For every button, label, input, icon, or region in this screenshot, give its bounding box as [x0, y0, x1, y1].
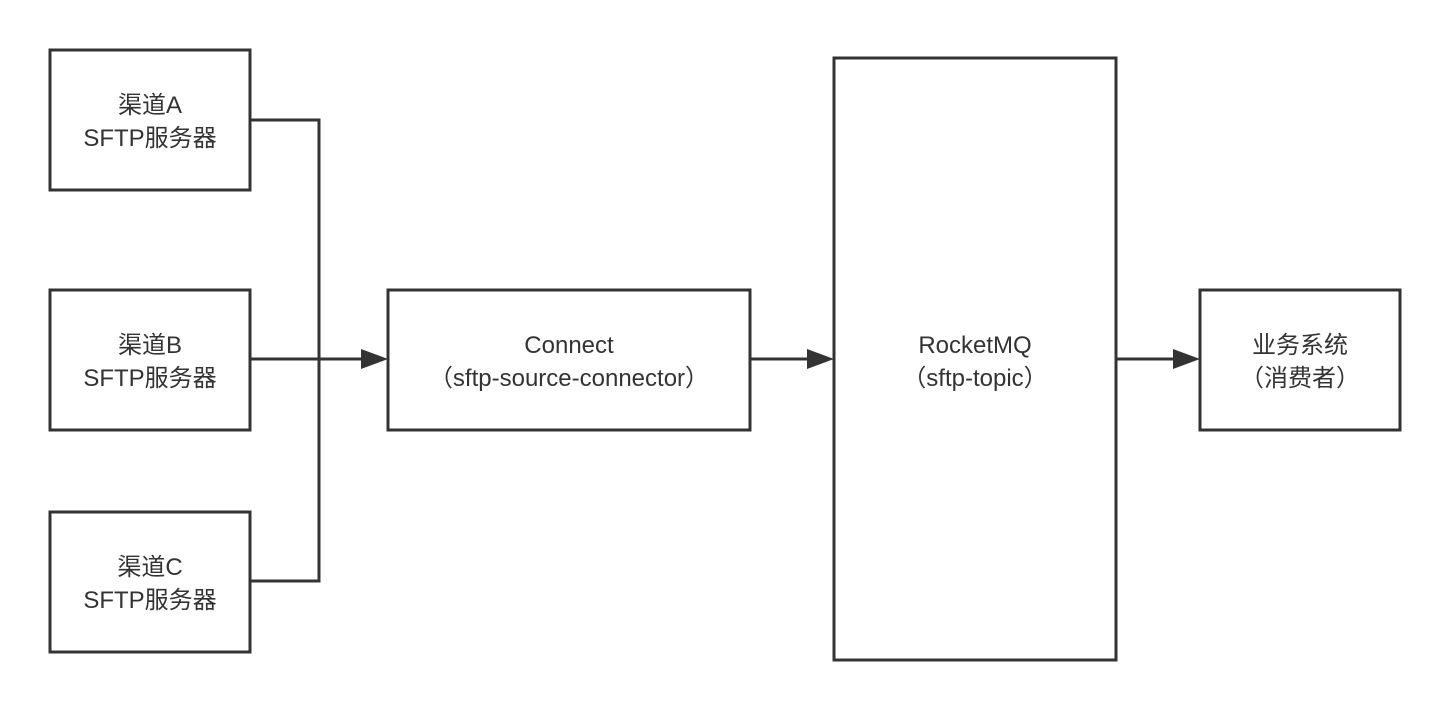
node-rocketmq-box: [832, 56, 1118, 662]
node-business-system-box: [1198, 288, 1402, 432]
edges: [250, 118, 1200, 583]
node-business-system-line2: （消费者）: [1240, 365, 1360, 392]
node-rocketmq-line2: （sftp-topic）: [902, 365, 1047, 392]
node-channel-c-line1: 渠道C: [117, 554, 182, 581]
node-channel-a: 渠道A SFTP服务器: [48, 48, 252, 192]
node-channel-b-box: [48, 288, 252, 432]
node-connect-line1: Connect: [524, 332, 614, 359]
node-business-system: 业务系统 （消费者）: [1198, 288, 1402, 432]
node-channel-b-line1: 渠道B: [118, 332, 182, 359]
node-connect-line2: （sftp-source-connector）: [429, 365, 709, 392]
node-rocketmq-line1: RocketMQ: [918, 332, 1031, 359]
arrowhead-into-connect: [361, 349, 388, 369]
node-channel-c-line2: SFTP服务器: [83, 587, 216, 614]
node-connect: Connect （sftp-source-connector）: [386, 288, 752, 432]
node-channel-a-box: [48, 48, 252, 192]
edge-channel-a-to-connect: [250, 118, 321, 359]
node-channel-a-line1: 渠道A: [118, 92, 182, 119]
node-channel-b: 渠道B SFTP服务器: [48, 288, 252, 432]
node-channel-c-box: [48, 510, 252, 654]
arrowhead-into-business: [1173, 349, 1200, 369]
node-connect-box: [386, 288, 752, 432]
node-rocketmq: RocketMQ （sftp-topic）: [832, 56, 1118, 662]
edge-channel-c-to-connect: [250, 359, 321, 583]
node-channel-a-line2: SFTP服务器: [83, 125, 216, 152]
arrowhead-into-rocketmq: [807, 349, 834, 369]
node-business-system-line1: 业务系统: [1252, 332, 1348, 359]
node-channel-c: 渠道C SFTP服务器: [48, 510, 252, 654]
node-channel-b-line2: SFTP服务器: [83, 365, 216, 392]
